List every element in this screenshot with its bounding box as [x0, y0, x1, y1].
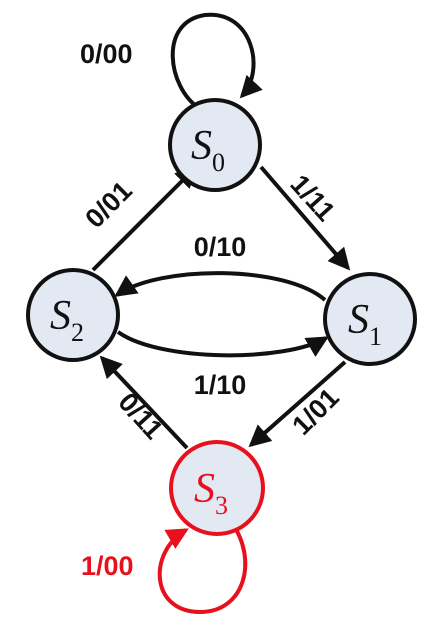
edge-s0-self-loop — [170, 12, 263, 110]
label-s1-to-s3: 1/01 — [286, 382, 344, 440]
edge-s1-to-s3 — [248, 360, 347, 448]
state-circle-s1 — [323, 272, 417, 366]
state-circle-s2 — [26, 268, 120, 362]
state-label-s2: S2 — [50, 293, 84, 347]
edge-s2-to-s1 — [116, 330, 329, 358]
node-s3: S3 — [169, 440, 265, 536]
edge-s3-to-s2 — [99, 355, 189, 450]
label-s3-self-loop: 1/00 — [81, 551, 134, 581]
edges — [91, 12, 351, 615]
label-s2-to-s0: 0/01 — [79, 175, 137, 233]
edge-s0-to-s1 — [259, 165, 351, 271]
node-s2: S2 — [26, 268, 120, 362]
label-s1-to-s2: 0/10 — [194, 232, 247, 262]
edge-s3-self-loop — [157, 521, 248, 615]
label-s2-to-s1: 1/10 — [194, 370, 247, 400]
state-circle-s3 — [169, 440, 265, 536]
state-label-s3: S3 — [194, 466, 228, 520]
state-circle-s0 — [168, 98, 262, 192]
edge-s1-to-s2 — [114, 271, 327, 302]
label-s3-to-s2: 0/11 — [112, 387, 168, 445]
node-s1: S1 — [323, 272, 417, 366]
node-s0: S0 — [168, 98, 262, 192]
label-s0-self-loop: 0/00 — [80, 39, 133, 69]
edge-s2-to-s0 — [91, 165, 198, 272]
label-s0-to-s1: 1/11 — [284, 169, 340, 227]
state-label-s0: S0 — [191, 123, 225, 177]
state-label-s1: S1 — [348, 297, 382, 351]
